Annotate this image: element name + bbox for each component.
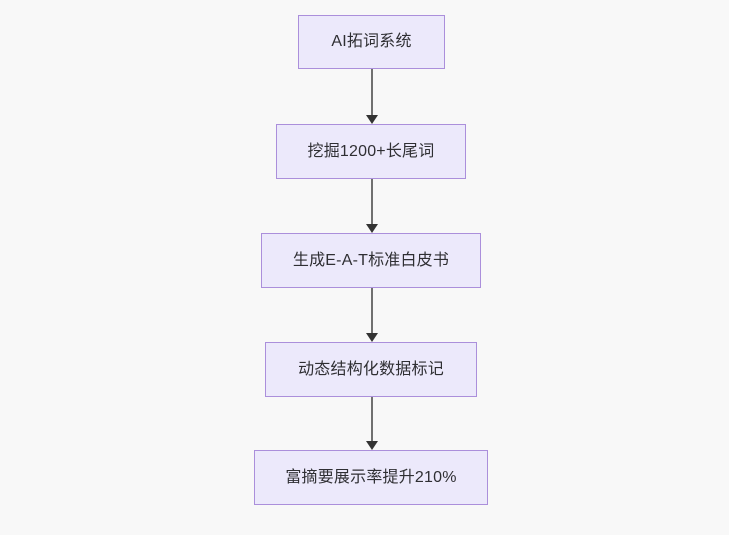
arrowhead-icon	[366, 333, 378, 342]
arrowhead-icon	[366, 115, 378, 124]
flow-node-label: 富摘要展示率提升210%	[285, 468, 457, 486]
flow-node-rich-snippet-impression-lift[interactable]: 富摘要展示率提升210%	[254, 450, 488, 505]
connector-node-1-to-node-2	[360, 69, 384, 124]
flow-node-label: AI拓词系统	[331, 33, 412, 51]
arrowhead-icon	[366, 441, 378, 450]
flow-node-label: 动态结构化数据标记	[298, 360, 444, 378]
connector-node-4-to-node-5	[360, 397, 384, 450]
connector-shaft	[371, 69, 373, 117]
flow-node-generate-eat-whitepaper[interactable]: 生成E-A-T标准白皮书	[261, 233, 481, 288]
connector-shaft	[371, 288, 373, 335]
flow-node-ai-keyword-system[interactable]: AI拓词系统	[298, 15, 445, 69]
flow-node-mine-longtail-keywords[interactable]: 挖掘1200+长尾词	[276, 124, 466, 179]
flow-node-dynamic-structured-data-markup[interactable]: 动态结构化数据标记	[265, 342, 477, 397]
arrowhead-icon	[366, 224, 378, 233]
connector-shaft	[371, 179, 373, 226]
connector-node-2-to-node-3	[360, 179, 384, 233]
flow-node-label: 挖掘1200+长尾词	[307, 142, 435, 160]
connector-node-3-to-node-4	[360, 288, 384, 342]
flow-node-label: 生成E-A-T标准白皮书	[292, 251, 450, 269]
connector-shaft	[371, 397, 373, 443]
